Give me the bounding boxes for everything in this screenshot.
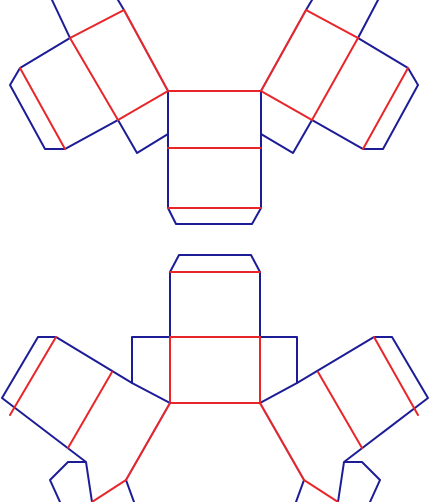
lower-left-fold-outer xyxy=(9,336,57,416)
lower-top-tab xyxy=(169,254,261,338)
lower-top-tab-outline xyxy=(169,254,261,338)
upper-right-flap-outline xyxy=(260,0,419,154)
lower-left-fold-tuck xyxy=(91,479,127,502)
upper-left-fold-diagonal xyxy=(123,9,169,92)
lower-box-net xyxy=(1,254,429,502)
upper-right-fold-diagonal xyxy=(260,9,307,92)
upper-left-fold-tuck xyxy=(69,9,125,39)
upper-base-panel-outline xyxy=(167,90,262,225)
lower-left-fold-inner xyxy=(125,402,171,481)
lower-right-fold-middle xyxy=(317,371,363,449)
lower-right-flap-outline xyxy=(259,336,429,502)
upper-base-panel xyxy=(167,90,262,225)
lower-center-wings-outline xyxy=(131,336,298,404)
lower-right-fold-outer xyxy=(373,336,419,416)
upper-right-fold-tuck xyxy=(305,9,359,39)
upper-box-net xyxy=(9,0,419,225)
upper-left-flap-outline xyxy=(9,0,169,154)
upper-left-fold-hinge xyxy=(117,90,169,121)
lower-left-flap-outline xyxy=(1,336,171,502)
upper-left-fold-outer xyxy=(19,67,66,150)
upper-right-fold-hinge xyxy=(260,90,313,121)
lower-center-panel xyxy=(131,336,298,404)
upper-right-flap xyxy=(260,0,419,154)
upper-right-fold-outer xyxy=(362,67,409,150)
upper-left-fold-inner xyxy=(69,37,119,121)
lower-left-flap xyxy=(1,336,171,502)
lower-right-flap xyxy=(259,336,429,502)
lower-right-fold-tuck xyxy=(303,479,339,502)
lower-right-fold-inner xyxy=(259,402,305,481)
upper-right-fold-inner xyxy=(311,37,359,121)
upper-left-flap xyxy=(9,0,169,154)
lower-left-fold-middle xyxy=(67,371,113,449)
